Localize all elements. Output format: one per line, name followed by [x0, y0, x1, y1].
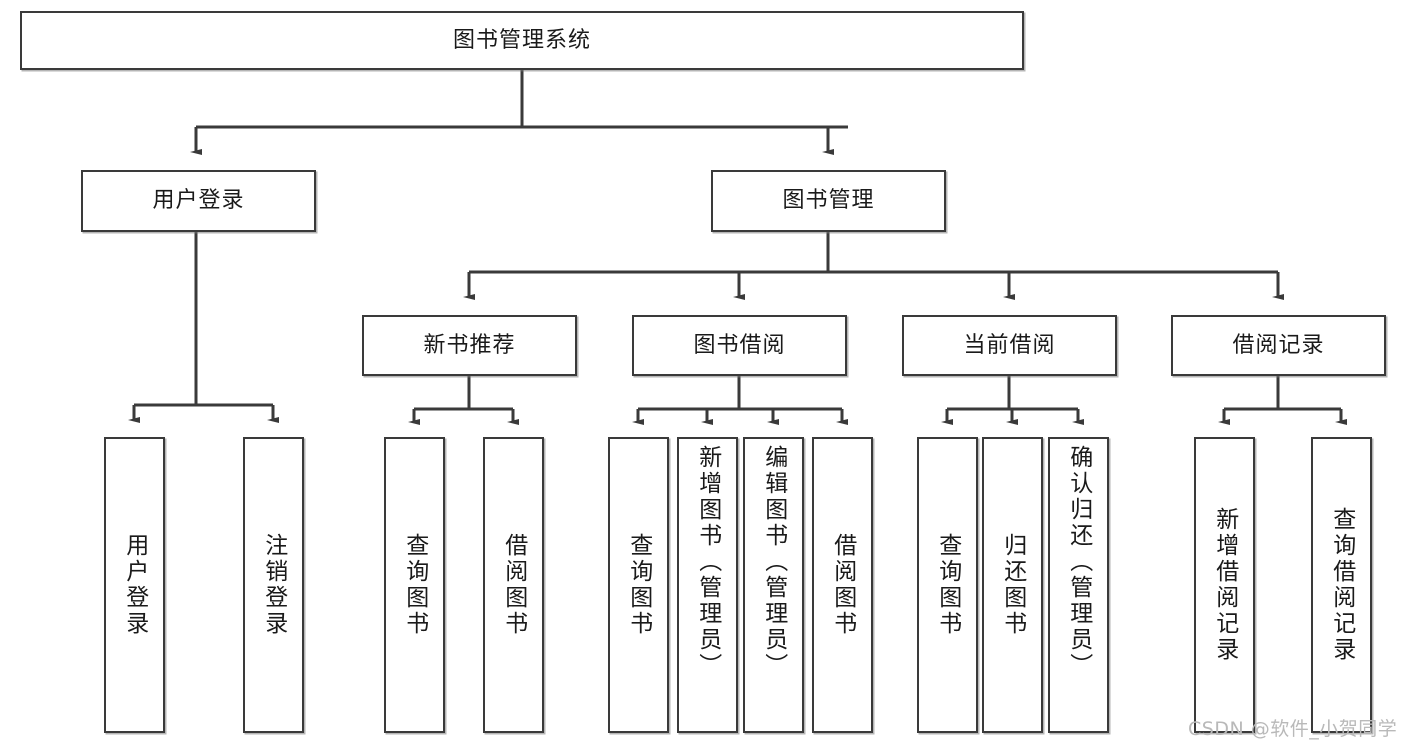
node-new-book-rec-label: 新书推荐 [423, 332, 516, 358]
node-leaf-borrow-book-1-label: 借阅图书 [500, 533, 527, 637]
node-leaf-borrow-book-2-label: 借阅图书 [829, 533, 856, 637]
node-borrow-record[interactable]: 借阅记录 [1171, 315, 1386, 376]
node-leaf-add-book-label: 新增图书（管理员） [694, 445, 721, 679]
node-leaf-add-record-label: 新增借阅记录 [1211, 507, 1238, 663]
node-leaf-query-book-3[interactable]: 查询图书 [917, 437, 978, 733]
node-leaf-query-book-2[interactable]: 查询图书 [608, 437, 669, 733]
csdn-watermark: CSDN @软件_小贺同学 [1188, 718, 1398, 740]
node-leaf-add-record[interactable]: 新增借阅记录 [1194, 437, 1255, 733]
node-book-borrow[interactable]: 图书借阅 [632, 315, 847, 376]
node-current-borrow[interactable]: 当前借阅 [902, 315, 1117, 376]
node-user-login-label: 用户登录 [152, 188, 245, 214]
node-leaf-query-book-2-label: 查询图书 [625, 533, 652, 637]
node-book-manage[interactable]: 图书管理 [711, 170, 946, 232]
node-leaf-query-record[interactable]: 查询借阅记录 [1311, 437, 1372, 733]
node-leaf-confirm-return[interactable]: 确认归还（管理员） [1048, 437, 1109, 733]
node-leaf-edit-book-label: 编辑图书（管理员） [760, 445, 787, 679]
node-leaf-borrow-book-2[interactable]: 借阅图书 [812, 437, 873, 733]
node-leaf-edit-book[interactable]: 编辑图书（管理员） [743, 437, 804, 733]
node-current-borrow-label: 当前借阅 [963, 332, 1056, 358]
node-leaf-user-login-label: 用户登录 [121, 533, 148, 637]
node-book-manage-label: 图书管理 [782, 188, 875, 214]
node-leaf-query-book-1-label: 查询图书 [401, 533, 428, 637]
node-new-book-rec[interactable]: 新书推荐 [362, 315, 577, 376]
node-leaf-query-book-1[interactable]: 查询图书 [384, 437, 445, 733]
node-root-label: 图书管理系统 [452, 27, 591, 53]
node-root[interactable]: 图书管理系统 [20, 11, 1024, 70]
node-leaf-logout-label: 注销登录 [260, 533, 287, 637]
node-leaf-add-book[interactable]: 新增图书（管理员） [677, 437, 738, 733]
node-leaf-return-book[interactable]: 归还图书 [982, 437, 1043, 733]
node-leaf-confirm-return-label: 确认归还（管理员） [1065, 445, 1092, 679]
node-leaf-borrow-book-1[interactable]: 借阅图书 [483, 437, 544, 733]
node-leaf-return-book-label: 归还图书 [999, 533, 1026, 637]
node-book-borrow-label: 图书借阅 [693, 332, 786, 358]
node-user-login[interactable]: 用户登录 [81, 170, 316, 232]
node-leaf-logout[interactable]: 注销登录 [243, 437, 304, 733]
node-borrow-record-label: 借阅记录 [1232, 332, 1325, 358]
node-leaf-query-record-label: 查询借阅记录 [1328, 507, 1355, 663]
node-leaf-user-login[interactable]: 用户登录 [104, 437, 165, 733]
node-leaf-query-book-3-label: 查询图书 [934, 533, 961, 637]
